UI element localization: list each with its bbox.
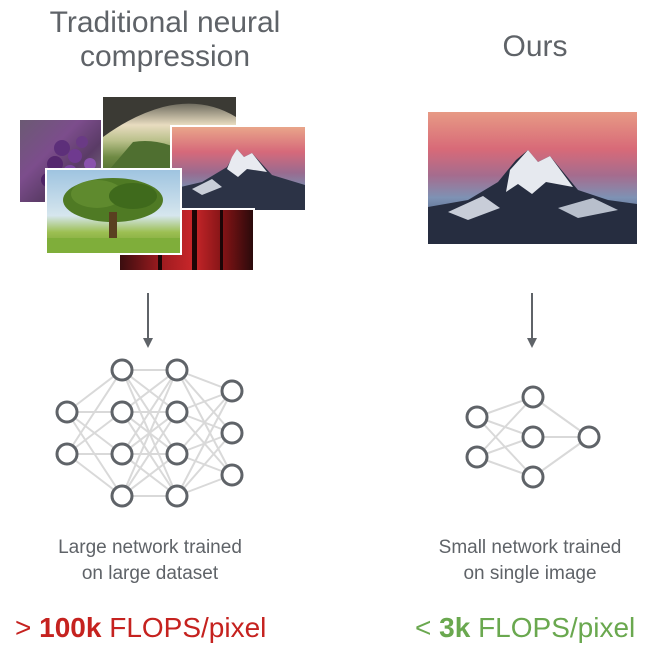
mountain-sunset-photo	[172, 127, 305, 210]
network-edge	[66, 369, 123, 413]
network-edge	[121, 369, 178, 497]
network-node	[220, 421, 244, 445]
right-flops-value: 3k	[439, 612, 471, 643]
left-title-line2: compression	[79, 40, 251, 73]
network-edge	[66, 453, 123, 497]
left-caption-line2: on large dataset	[81, 563, 219, 584]
network-edge	[476, 396, 534, 458]
network-node	[110, 358, 134, 382]
network-node	[465, 405, 489, 429]
arrow-down-icon	[527, 293, 537, 348]
network-node	[165, 358, 189, 382]
left-caption-line1: Large network trained	[58, 537, 242, 558]
left-flops-prefix: >	[15, 612, 40, 643]
tree-shape	[47, 178, 180, 253]
left-caption: Large network trained on large dataset	[30, 535, 270, 587]
network-edge	[176, 432, 233, 497]
left-title-line1: Traditional neural	[49, 6, 281, 39]
left-flops-suffix: FLOPS/pixel	[101, 612, 267, 643]
right-flops-label: < 3k FLOPS/pixel	[415, 612, 635, 644]
network-node	[165, 400, 189, 424]
network-node	[110, 442, 134, 466]
network-node	[220, 463, 244, 487]
network-node	[165, 442, 189, 466]
mountain-shapes-small	[172, 149, 305, 210]
network-node	[165, 484, 189, 508]
left-flops-label: > 100k FLOPS/pixel	[15, 612, 266, 644]
network-edge	[66, 369, 123, 455]
ours-mountain-photo	[428, 112, 637, 244]
right-caption-line1: Small network trained	[438, 537, 622, 558]
network-node	[577, 425, 601, 449]
network-node	[521, 385, 545, 409]
right-caption-line2: on single image	[463, 563, 597, 584]
network-node	[55, 442, 79, 466]
arrow-down-icon	[143, 293, 153, 348]
network-node	[110, 484, 134, 508]
network-edge	[121, 453, 178, 497]
small-network-graph	[465, 385, 601, 489]
network-edge	[121, 369, 178, 455]
network-edge	[176, 390, 233, 497]
network-edge	[176, 390, 233, 455]
right-title: Ours	[502, 30, 568, 63]
right-caption: Small network trained on single image	[410, 535, 650, 587]
network-node	[220, 379, 244, 403]
mountain-shapes-large	[428, 150, 637, 244]
network-node	[521, 425, 545, 449]
network-node	[465, 445, 489, 469]
network-edge	[66, 411, 123, 455]
network-edge	[121, 411, 178, 497]
large-network-graph	[55, 358, 244, 508]
network-edge	[121, 369, 178, 413]
left-flops-value: 100k	[39, 612, 102, 643]
tree-photo	[47, 170, 180, 253]
right-flops-suffix: FLOPS/pixel	[470, 612, 636, 643]
network-node	[110, 400, 134, 424]
network-node	[55, 400, 79, 424]
network-node	[521, 465, 545, 489]
right-flops-prefix: <	[415, 612, 440, 643]
left-title: Traditional neural compression	[20, 6, 310, 74]
